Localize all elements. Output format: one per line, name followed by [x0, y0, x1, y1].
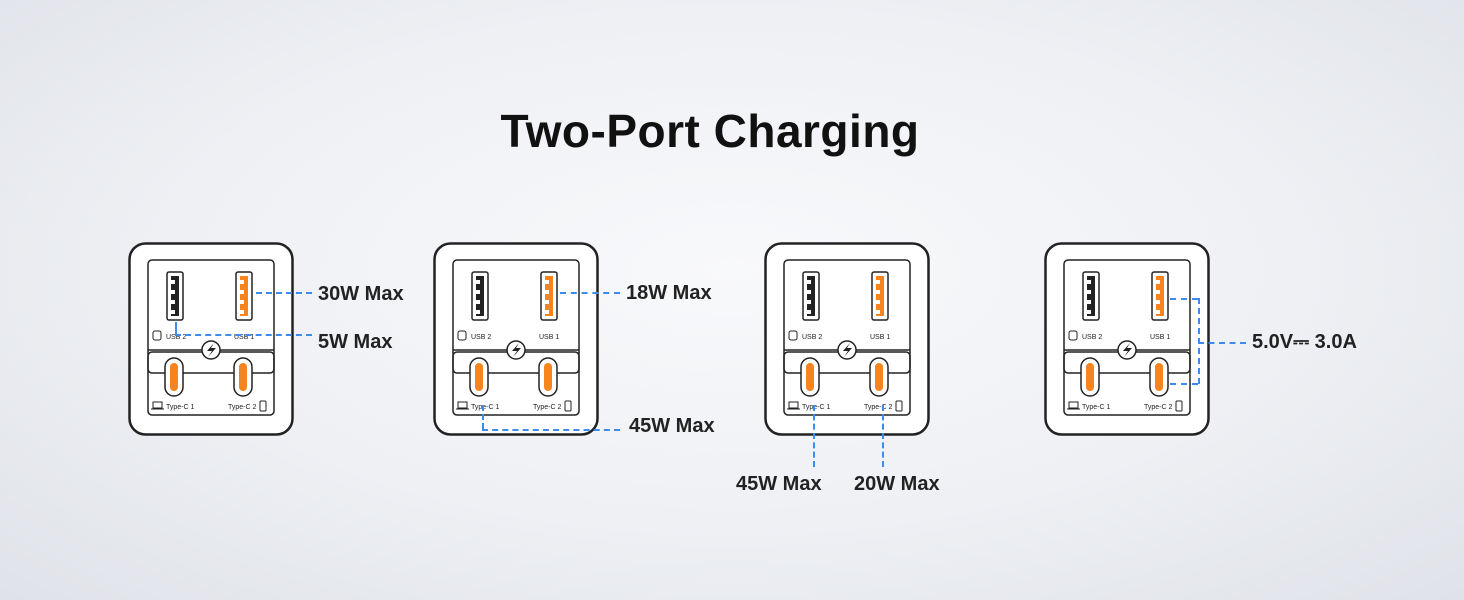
connector-line [1170, 298, 1198, 300]
charger-diagram: USB 2 USB 1 Type-C 1 Type-C 2 [764, 242, 930, 436]
laptop-icon [457, 401, 468, 409]
connector-line [1198, 342, 1246, 344]
laptop-icon [1068, 401, 1079, 409]
typec2-port [1149, 357, 1169, 397]
connector-line [1198, 298, 1200, 384]
power-label: 45W Max [629, 415, 715, 437]
phone-icon [259, 400, 267, 412]
phone-icon [564, 400, 572, 412]
power-label: 45W Max [736, 473, 822, 495]
svg-text:USB 1: USB 1 [870, 334, 890, 341]
power-label: 5W Max [318, 331, 393, 353]
svg-text:USB 2: USB 2 [166, 334, 186, 341]
typec1-port [469, 357, 489, 397]
connector-line [560, 292, 620, 294]
power-label: 5.0V⎓ 3.0A [1252, 331, 1357, 353]
typec2-port [233, 357, 253, 397]
power-label: 18W Max [626, 282, 712, 304]
typec1-port [800, 357, 820, 397]
svg-text:Type-C 2: Type-C 2 [1144, 404, 1173, 411]
svg-text:Type-C 1: Type-C 1 [1082, 404, 1111, 411]
usb1-port [235, 271, 253, 321]
typec2-port [869, 357, 889, 397]
connector-line [482, 405, 484, 429]
connector-line [175, 322, 177, 334]
usb2-port [471, 271, 489, 321]
typec1-port [164, 357, 184, 397]
phone-icon [1175, 400, 1183, 412]
charger-scenario-4: USB 2 USB 1 Type-C 1 Type-C 2 [1044, 242, 1210, 436]
usb2-port [166, 271, 184, 321]
usb2-port [1082, 271, 1100, 321]
connector-line [482, 429, 620, 431]
svg-text:Type-C 2: Type-C 2 [864, 404, 893, 411]
svg-text:Type-C 1: Type-C 1 [802, 404, 831, 411]
watch-icon [152, 330, 162, 341]
charger-scenario-1: USB 2 USB 1 Type-C 1 Type-C 2 [128, 242, 294, 436]
phone-icon [895, 400, 903, 412]
watch-icon [457, 330, 467, 341]
svg-text:Type-C 1: Type-C 1 [471, 404, 500, 411]
usb1-port [1151, 271, 1169, 321]
svg-text:USB 2: USB 2 [1082, 334, 1102, 341]
svg-text:USB 2: USB 2 [802, 334, 822, 341]
charger-diagram: USB 2 USB 1 Type-C 1 Type-C 2 [128, 242, 294, 436]
typec1-port [1080, 357, 1100, 397]
connector-line [1170, 383, 1198, 385]
power-label: 30W Max [318, 283, 404, 305]
connector-line [256, 292, 312, 294]
connector-line [882, 405, 884, 467]
svg-text:USB 1: USB 1 [234, 334, 254, 341]
watch-icon [1068, 330, 1078, 341]
connector-line [813, 405, 815, 467]
charger-scenario-2: USB 2 USB 1 Type-C 1 Type-C 2 [433, 242, 599, 436]
charger-diagram: USB 2 USB 1 Type-C 1 Type-C 2 [1044, 242, 1210, 436]
page-title: Two-Port Charging [500, 105, 920, 157]
usb1-port [871, 271, 889, 321]
charger-scenario-3: USB 2 USB 1 Type-C 1 Type-C 2 [764, 242, 930, 436]
svg-text:Type-C 2: Type-C 2 [533, 404, 562, 411]
svg-text:USB 1: USB 1 [539, 334, 559, 341]
typec2-port [538, 357, 558, 397]
connector-line [175, 334, 312, 336]
svg-text:USB 2: USB 2 [471, 334, 491, 341]
laptop-icon [152, 401, 163, 409]
power-label: 20W Max [854, 473, 940, 495]
svg-text:Type-C 1: Type-C 1 [166, 404, 195, 411]
svg-text:USB 1: USB 1 [1150, 334, 1170, 341]
charger-diagram: USB 2 USB 1 Type-C 1 Type-C 2 [433, 242, 599, 436]
usb2-port [802, 271, 820, 321]
svg-text:Type-C 2: Type-C 2 [228, 404, 257, 411]
laptop-icon [788, 401, 799, 409]
usb1-port [540, 271, 558, 321]
watch-icon [788, 330, 798, 341]
